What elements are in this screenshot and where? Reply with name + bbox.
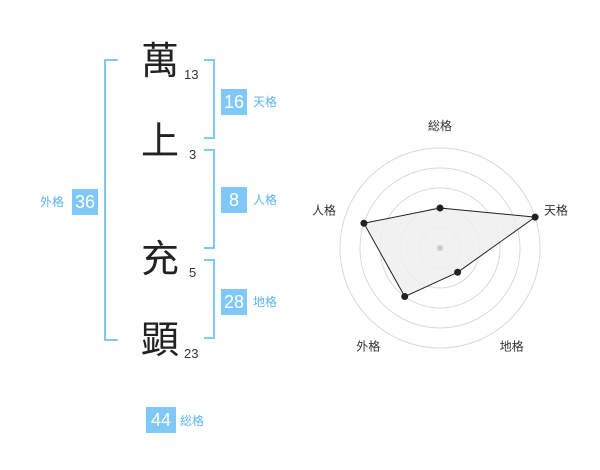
radar-points — [360, 204, 539, 301]
char-2: 上 — [141, 119, 180, 163]
char-3: 充 — [141, 237, 180, 281]
tenkaku-bracket — [204, 59, 215, 139]
radar-center — [437, 245, 443, 251]
radar-ring — [339, 147, 541, 349]
radar-point-0 — [436, 204, 444, 212]
tenkaku-value: 16 — [221, 89, 247, 115]
radar-axis-label-2: 地格 — [500, 339, 524, 354]
gaikaku-bracket — [104, 59, 118, 341]
char-1-strokes: 13 — [184, 67, 199, 82]
radar-point-3 — [401, 293, 409, 301]
radar-area — [363, 207, 537, 298]
jinkaku-bracket — [204, 149, 215, 249]
soukaku-label: 総格 — [180, 414, 205, 428]
radar-point-2 — [454, 268, 462, 276]
chikaku-bracket — [204, 259, 215, 339]
chikaku-value: 28 — [221, 289, 247, 315]
radar-ring — [359, 167, 521, 329]
gaikaku-value: 36 — [72, 189, 98, 215]
char-4-strokes: 23 — [184, 346, 199, 361]
radar-axis-label-1: 天格 — [544, 202, 568, 217]
jinkaku-label: 人格 — [253, 193, 278, 207]
radar-axis-label-4: 人格 — [312, 202, 336, 217]
gaikaku-label: 外格 — [40, 195, 65, 209]
char-1: 萬 — [141, 39, 180, 83]
char-3-strokes: 5 — [189, 265, 197, 280]
radar-point-1 — [531, 213, 539, 221]
radar-axis-label-3: 外格 — [356, 339, 380, 354]
char-2-strokes: 3 — [189, 147, 197, 162]
soukaku-value: 44 — [146, 407, 176, 433]
jinkaku-value: 8 — [221, 187, 247, 213]
radar-point-4 — [360, 219, 368, 227]
chikaku-label: 地格 — [253, 295, 278, 309]
radar-axis-label-0: 総格 — [428, 118, 452, 133]
fortune-brackets — [104, 59, 215, 341]
char-4: 顕 — [141, 318, 180, 362]
tenkaku-label: 天格 — [253, 95, 278, 109]
